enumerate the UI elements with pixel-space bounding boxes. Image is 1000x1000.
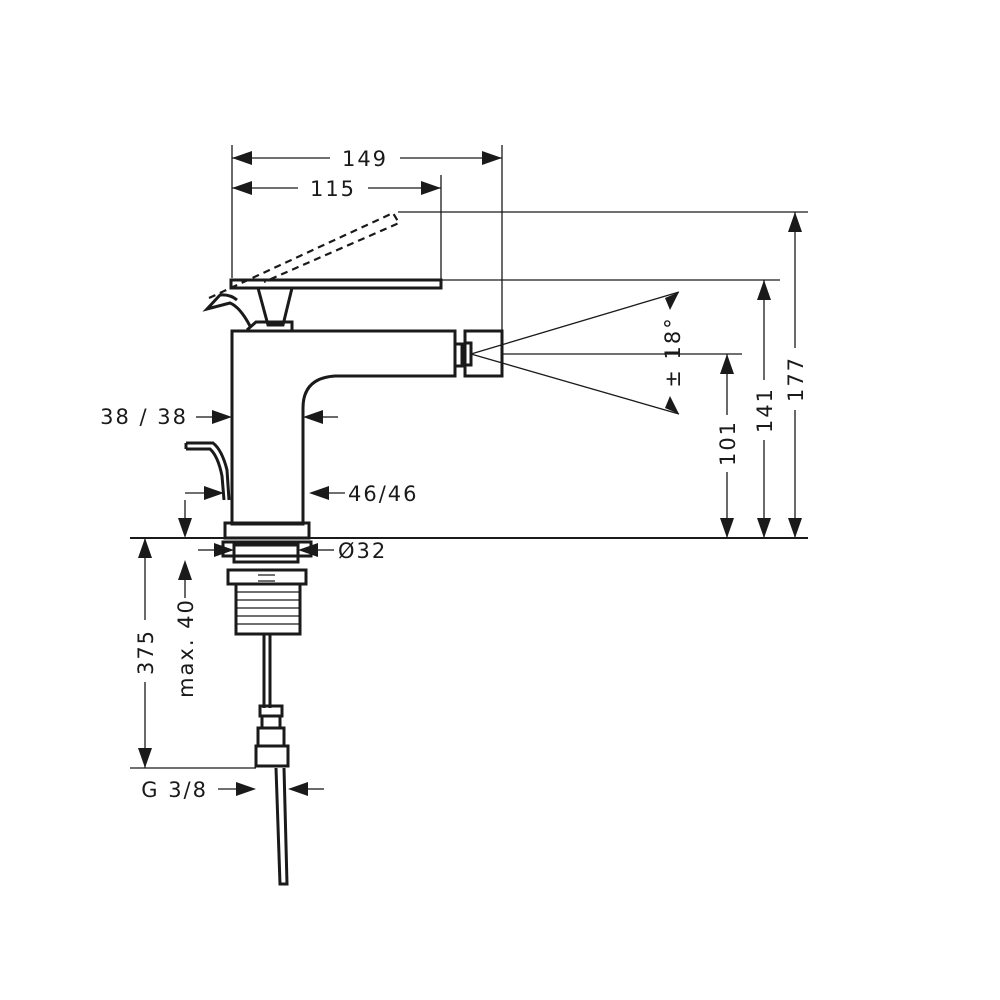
- fixing-nut: [226, 568, 308, 586]
- hose-end: [274, 767, 289, 886]
- label-diameter-32: Ø32: [338, 539, 387, 563]
- aerator: [463, 329, 504, 378]
- label-angle: ± 18°: [661, 316, 685, 388]
- faucet-outline: [184, 211, 504, 540]
- label-thread: G 3/8: [141, 778, 208, 802]
- supply-hose: [262, 634, 272, 708]
- extension-lines: [130, 145, 808, 769]
- label-height-101: 101: [716, 420, 740, 466]
- faucet-body: [230, 329, 457, 526]
- label-body-38: 38 / 38: [100, 405, 188, 429]
- label-length-375: 375: [134, 629, 158, 675]
- threaded-shank: [234, 582, 302, 636]
- washer-2: [232, 543, 300, 564]
- hose-connector: [254, 704, 290, 768]
- pop-up-rod: [184, 441, 231, 501]
- lever-handle: [229, 278, 443, 290]
- lever-hub: [246, 287, 294, 332]
- label-width-149: 149: [342, 147, 388, 171]
- lever-stem: [202, 293, 252, 327]
- label-max-40: max. 40: [174, 598, 198, 698]
- shank-threads: [236, 574, 300, 625]
- dimension-labels: 149 115 177 141 101 ± 18° 38 / 38 46/46 …: [100, 147, 808, 802]
- label-body-46: 46/46: [348, 482, 419, 506]
- label-height-177: 177: [784, 356, 808, 402]
- dimension-lines: [138, 151, 802, 796]
- lever-open-position: [208, 211, 401, 299]
- label-height-141: 141: [753, 387, 777, 433]
- mounting-parts: [221, 540, 313, 886]
- spout-tip: [455, 342, 464, 368]
- label-width-115: 115: [310, 177, 356, 201]
